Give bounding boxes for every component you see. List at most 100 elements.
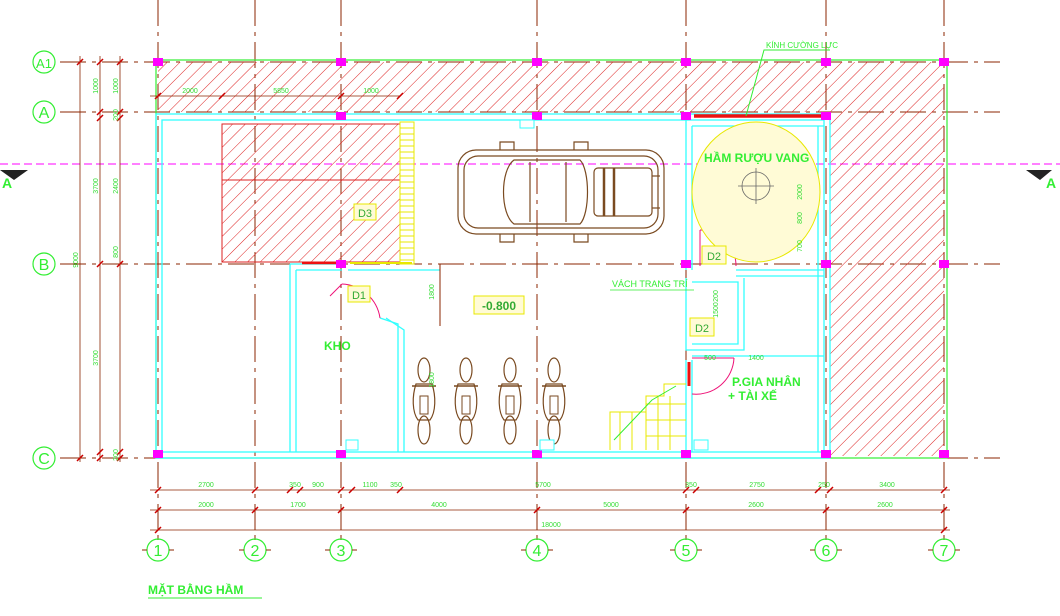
grid-label-col-7: 7 — [940, 543, 949, 560]
column — [336, 450, 346, 458]
door-tags — [347, 203, 727, 337]
grid-bubble-row-C — [32, 446, 56, 470]
note-tempered-glass: KÍNH CƯỜNG LỰC — [766, 41, 838, 50]
dimension-value: 2600 — [748, 502, 764, 509]
door-tag-d2-lower: D2 — [695, 323, 709, 335]
glass-leader-line — [745, 49, 830, 117]
column — [821, 450, 831, 458]
column — [153, 450, 163, 458]
dimension-value: 1000 — [113, 78, 120, 94]
dimension-value: 5000 — [603, 502, 619, 509]
grid-label-col-3: 3 — [337, 543, 346, 560]
column — [939, 260, 949, 268]
column — [336, 112, 346, 120]
column — [939, 450, 949, 458]
column — [821, 112, 831, 120]
door-tag-d3: D3 — [358, 208, 372, 220]
dimension-value: 1500 — [713, 302, 720, 318]
dimension-value: 350 — [685, 482, 697, 489]
dimension-value: 2750 — [749, 482, 765, 489]
dimension-value: 200 — [113, 449, 120, 461]
dimension-value: 700 — [797, 240, 804, 252]
wine-cellar-feature — [691, 121, 821, 263]
section-mark-right: A — [1046, 175, 1056, 191]
dimension-value: 500 — [704, 355, 716, 362]
grid-label-col-5: 5 — [682, 543, 691, 560]
motorbike-icon — [498, 357, 522, 445]
dimension-value: 800 — [797, 212, 804, 224]
column — [681, 58, 691, 66]
structural-columns — [153, 58, 949, 458]
grid-label-row-B: B — [39, 257, 50, 274]
dimension-value: 800 — [113, 246, 120, 258]
dimension-value: 3700 — [93, 350, 100, 366]
dimension-value: 3400 — [879, 482, 895, 489]
motorbike-icons — [412, 357, 566, 445]
hatched-areas — [158, 62, 944, 456]
grid-bubble-row-B — [32, 252, 56, 276]
dimension-lines — [76, 56, 950, 534]
dimension-value: 1800 — [429, 284, 436, 300]
grid-label-col-6: 6 — [822, 543, 831, 560]
grid-label-col-2: 2 — [251, 543, 260, 560]
walls — [155, 113, 831, 459]
column — [681, 260, 691, 268]
dimension-value: 1700 — [290, 502, 306, 509]
dimension-value: 1000 — [363, 88, 379, 95]
grid-label-row-A: A — [39, 105, 50, 122]
stair-arrow — [613, 385, 677, 441]
dimension-value: 4000 — [431, 502, 447, 509]
room-label-wine-cellar: HẦM RƯỢU VANG — [704, 150, 809, 165]
grid-label-row-C: C — [38, 451, 50, 468]
column — [681, 112, 691, 120]
dimension-value: 350 — [390, 482, 402, 489]
main-stair — [609, 383, 686, 450]
dimension-value: 5850 — [273, 88, 289, 95]
room-label-guard-2: + TÀI XẾ — [728, 388, 777, 403]
drawing-title: MẶT BẰNG HẦM — [148, 582, 243, 597]
dimension-value: 2600 — [877, 502, 893, 509]
column — [153, 58, 163, 66]
dimension-value: 200 — [113, 109, 120, 121]
motorbike-icon — [412, 357, 436, 445]
dimension-value: 1400 — [748, 355, 764, 362]
column — [681, 450, 691, 458]
dimension-value: 5700 — [535, 482, 551, 489]
dimension-value: 350 — [289, 482, 301, 489]
car-icon — [457, 141, 665, 243]
dimension-value: 2000 — [198, 502, 214, 509]
door-tag-d1: D1 — [352, 290, 366, 302]
column — [532, 112, 542, 120]
ramp-steps — [400, 127, 414, 261]
grid-bubble-row-A — [32, 100, 56, 124]
column — [336, 58, 346, 66]
dimension-value: 1100 — [362, 482, 377, 489]
column — [336, 260, 346, 268]
door-tag-d2: D2 — [707, 251, 721, 263]
dimension-value: 2700 — [198, 482, 214, 489]
dimension-value: 200 — [713, 290, 720, 302]
dimension-value: 3700 — [93, 178, 100, 194]
level-label: -0.800 — [482, 299, 516, 313]
level-box — [473, 295, 525, 315]
room-label-storage: KHO — [324, 339, 351, 353]
grid-label-col-4: 4 — [533, 543, 542, 560]
dimension-value: 18000 — [541, 522, 561, 529]
section-arrow-left — [0, 170, 28, 180]
dimension-value: 1000 — [93, 78, 100, 94]
dimension-value: 2000 — [182, 88, 198, 95]
column — [939, 58, 949, 66]
note-decor-wall: VÁCH TRANG TRÍ — [612, 279, 688, 289]
dimension-value: 900 — [312, 482, 324, 489]
stair-ramp — [399, 121, 415, 265]
dimension-value: 9000 — [73, 252, 80, 268]
column — [532, 450, 542, 458]
section-arrow-right — [1026, 170, 1052, 180]
column — [532, 58, 542, 66]
grid-label-row-A1: A1 — [36, 56, 52, 71]
column — [821, 58, 831, 66]
motorbike-icon — [454, 357, 478, 445]
